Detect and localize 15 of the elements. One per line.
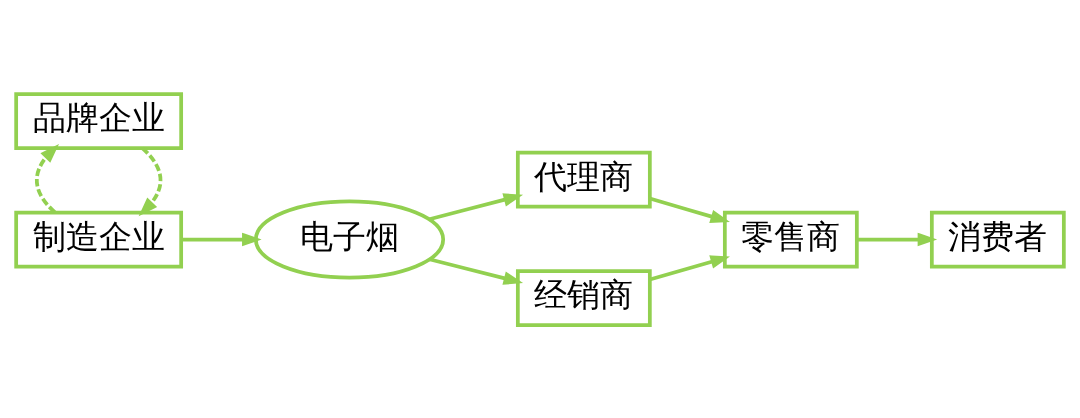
node-box: 消费者	[929, 210, 1066, 268]
node-box: 经销商	[515, 268, 652, 327]
arrow	[649, 196, 730, 223]
arrow	[181, 232, 262, 246]
arrow	[428, 192, 524, 221]
node-box: 品牌企业	[14, 91, 184, 150]
arrow	[34, 143, 59, 214]
arrow	[138, 146, 163, 216]
arrow	[856, 232, 938, 246]
node-box: 制造企业	[14, 210, 184, 268]
node-ellipse: 电子烟	[253, 199, 446, 279]
node-box: 代理商	[515, 150, 652, 208]
arrow	[649, 254, 730, 281]
node-box: 零售商	[722, 210, 859, 268]
arrow	[428, 257, 524, 285]
